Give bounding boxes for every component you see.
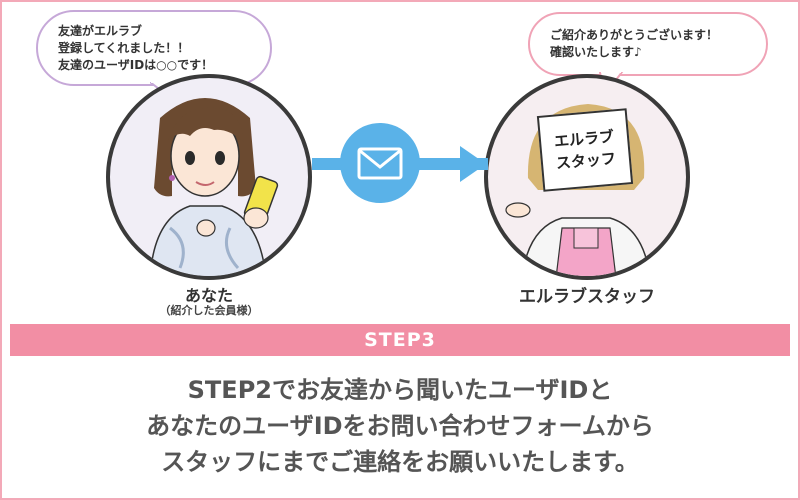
staff-portrait [484, 74, 690, 280]
right-speech-bubble: ご紹介ありがとうございます！ 確認いたします♪ [528, 12, 768, 76]
woman-with-phone-illustration [149, 98, 279, 276]
step-label: STEP3 [364, 329, 436, 351]
right-person-name: エルラブスタッフ [519, 287, 655, 307]
left-bubble-line: 友達のユーザIDは○○です！ [58, 58, 214, 72]
message-line: あなたのユーザIDをお問い合わせフォームから [146, 412, 654, 440]
message-line: STEP2でお友達から聞いたユーザIDと [187, 376, 613, 404]
staff-sign: エルラブ スタッフ [536, 108, 634, 192]
step-label-bar: STEP3 [10, 324, 790, 356]
right-bubble-line: 確認いたします♪ [550, 45, 642, 59]
left-bubble-line: 友達がエルラブ [58, 24, 143, 38]
envelope-icon [357, 147, 403, 180]
left-bubble-line: 登録してくれました！！ [58, 41, 190, 55]
message-line: スタッフにまでご連絡をお願いいたします。 [161, 448, 639, 476]
illustration-scene: 友達がエルラブ 登録してくれました！！ 友達のユーザIDは○○です！ ご紹介あり… [36, 10, 768, 317]
left-speech-bubble: 友達がエルラブ 登録してくれました！！ 友達のユーザIDは○○です！ [36, 10, 272, 86]
left-person-name: あなた [184, 286, 233, 305]
left-person-subtitle: （紹介した会員様） [159, 304, 259, 317]
envelope-badge [340, 123, 420, 203]
staff-sign-line: スタッフ [555, 149, 617, 173]
instruction-message: STEP2でお友達から聞いたユーザIDと あなたのユーザIDをお問い合わせフォー… [20, 372, 780, 480]
arrow-right-icon [460, 146, 486, 182]
right-bubble-line: ご紹介ありがとうございます！ [550, 28, 719, 42]
user-portrait [106, 74, 312, 280]
